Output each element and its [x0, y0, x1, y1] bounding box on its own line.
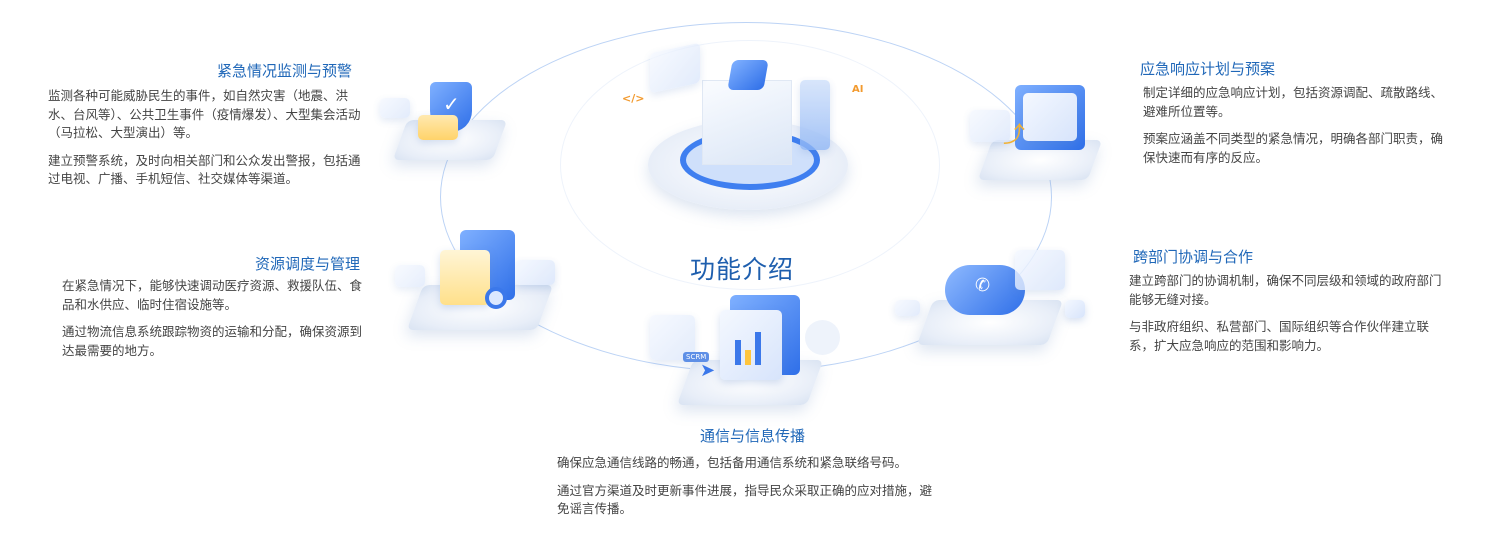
- paragraph: 监测各种可能威胁民生的事件，如自然灾害（地震、洪水、台风等）、公共卫生事件（疫情…: [48, 88, 361, 140]
- ai-badge: AI: [852, 84, 864, 95]
- section-body-response-plan: 制定详细的应急响应计划，包括资源调配、疏散路线、避难所位置等。 预案应涵盖不同类…: [1143, 84, 1455, 176]
- paragraph: 预案应涵盖不同类型的紧急情况，明确各部门职责，确保快速而有序的反应。: [1143, 131, 1444, 165]
- paragraph: 确保应急通信线路的畅通，包括备用通信系统和紧急联络号码。: [557, 455, 908, 470]
- inner-orbit-ring: [560, 40, 940, 290]
- arrow-up-icon: ⤴: [1003, 123, 1026, 148]
- check-icon: ✓: [443, 92, 460, 116]
- paragraph: 与非政府组织、私营部门、国际组织等合作伙伴建立联系，扩大应急响应的范围和影响力。: [1129, 319, 1430, 353]
- section-body-communication: 确保应急通信线路的畅通，包括备用通信系统和紧急联络号码。 通过官方渠道及时更新事…: [557, 454, 932, 528]
- response-plan-illustration: ⤴: [965, 75, 1115, 185]
- section-title-communication: 通信与信息传播: [700, 427, 806, 445]
- paragraph: 制定详细的应急响应计划，包括资源调配、疏散路线、避难所位置等。: [1143, 85, 1444, 119]
- section-title-response-plan: 应急响应计划与预案: [1140, 60, 1276, 78]
- section-title-monitoring: 紧急情况监测与预警: [216, 62, 352, 80]
- center-title: 功能介绍: [690, 255, 795, 284]
- coordination-cloud-illustration: ✆: [895, 245, 1095, 355]
- central-platform-illustration: AI </>: [622, 20, 870, 220]
- scrm-badge: SCRM: [683, 352, 710, 362]
- paragraph: 在紧急情况下，能够快速调动医疗资源、救援队伍、食品和水供应、临时住宿设施等。: [62, 278, 363, 312]
- phone-icon: ✆: [975, 275, 991, 296]
- resource-search-illustration: [395, 225, 565, 335]
- section-body-resources: 在紧急情况下，能够快速调动医疗资源、救援队伍、食品和水供应、临时住宿设施等。 通…: [62, 277, 367, 369]
- send-icon: ➤: [700, 360, 716, 381]
- magnifier-icon: [485, 287, 507, 309]
- code-icon: </>: [622, 92, 645, 105]
- paragraph: 通过物流信息系统跟踪物资的运输和分配，确保资源到达最需要的地方。: [62, 324, 363, 358]
- cloud-icon: [945, 265, 1025, 315]
- section-body-monitoring: 监测各种可能威胁民生的事件，如自然灾害（地震、洪水、台风等）、公共卫生事件（疫情…: [48, 87, 366, 198]
- paragraph: 建立预警系统，及时向相关部门和公众发出警报，包括通过电视、广播、手机短信、社交媒…: [48, 152, 361, 187]
- section-title-coordination: 跨部门协调与合作: [1133, 248, 1254, 266]
- paragraph: 建立跨部门的协调机制，确保不同层级和领域的政府部门能够无缝对接。: [1129, 273, 1442, 307]
- section-body-coordination: 建立跨部门的协调机制，确保不同层级和领域的政府部门能够无缝对接。 与非政府组织、…: [1129, 272, 1447, 364]
- section-title-resources: 资源调度与管理: [254, 255, 360, 273]
- paragraph: 通过官方渠道及时更新事件进展，指导民众采取正确的应对措施，避免谣言传播。: [557, 482, 933, 517]
- communication-chart-illustration: SCRM ➤: [645, 290, 845, 410]
- monitoring-shield-illustration: ✓: [380, 70, 520, 170]
